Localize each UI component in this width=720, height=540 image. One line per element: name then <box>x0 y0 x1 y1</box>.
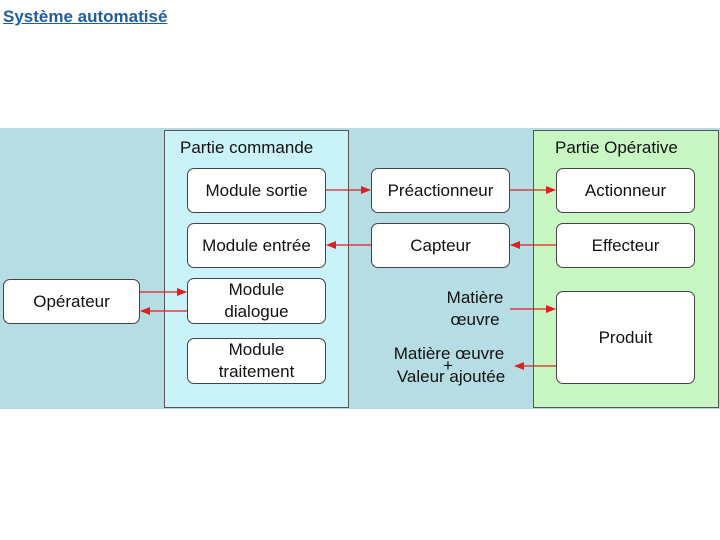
partie-commande-title: Partie commande <box>180 138 314 157</box>
capteur-box: Capteur <box>371 223 510 268</box>
module-sortie-box: Module sortie <box>187 168 326 213</box>
module-traitement-box: Module traitement <box>187 338 326 384</box>
page-title: Système automatisé <box>3 7 168 26</box>
produit-box: Produit <box>556 291 695 384</box>
matiere-oeuvre-label: Matière œuvre <box>446 288 504 329</box>
plus-sign: + <box>443 356 453 375</box>
operateur-box: Opérateur <box>3 279 140 324</box>
actionneur-box: Actionneur <box>556 168 695 213</box>
valeur-ajoutee-label: Valeur ajoutée <box>396 367 506 386</box>
effecteur-box: Effecteur <box>556 223 695 268</box>
partie-operative-title: Partie Opérative <box>555 138 678 157</box>
module-dialogue-box: Module dialogue <box>187 278 326 324</box>
matiere-oeuvre-out-label: Matière œuvre <box>393 344 505 363</box>
module-entree-box: Module entrée <box>187 223 326 268</box>
preactionneur-box: Préactionneur <box>371 168 510 213</box>
